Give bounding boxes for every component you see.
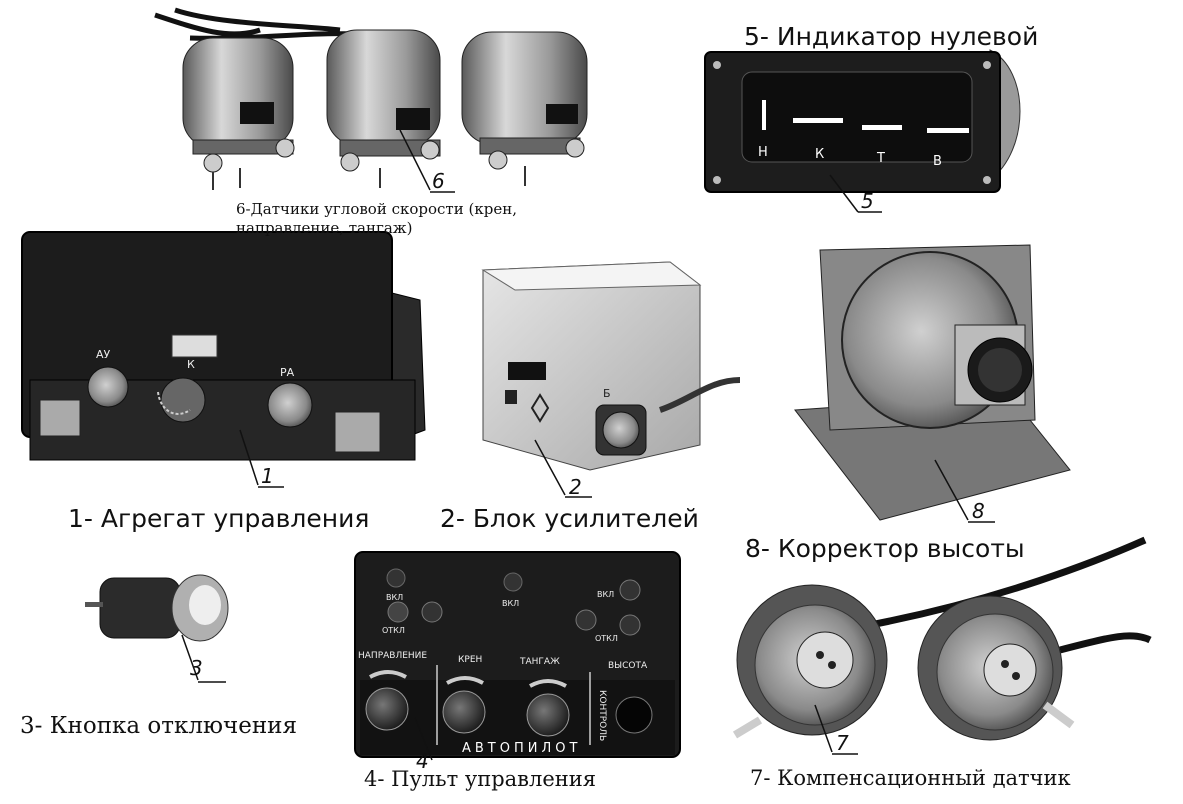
autopilot-control-panel: ВКЛ ОТКЛ ВКЛ ВКЛ ОТКЛ НАПРАВЛЕНИЕ КРЕН Т… [354, 551, 681, 773]
caption-disconnect-button: 3- Кнопка отключения [20, 713, 297, 739]
callout-6: 6 [432, 169, 445, 193]
panel-pitch-label: ТАНГАЖ [519, 657, 560, 667]
control-aggregate: АУ К РА 1 [21, 231, 426, 488]
compensation-sensors: 7 [732, 536, 1152, 755]
angular-rate-sensors: 6 [154, 7, 588, 193]
callout-2: 2 [569, 475, 582, 499]
disconnect-button-device: 3 [85, 574, 229, 683]
aggregate-label-k: К [187, 358, 195, 371]
indicator-label-k: К [815, 147, 824, 162]
caption-angular-rate-sensors: 6-Датчики угловой скорости (крен, направ… [236, 200, 517, 237]
panel-altitude-label: ВЫСОТА [608, 661, 648, 671]
amplifier-block: Б 2 [481, 261, 741, 499]
callout-1: 1 [261, 464, 274, 488]
compensation-sensor-2 [917, 595, 1075, 741]
panel-autopilot-label: АВТОПИЛОТ [462, 741, 581, 756]
callout-4: 4 [416, 749, 429, 773]
panel-on-right: ВКЛ [597, 590, 614, 599]
panel-off-right: ОТКЛ [595, 634, 618, 643]
rate-sensor-2 [326, 29, 441, 188]
caption-control-panel: 4- Пульт управления [364, 767, 597, 791]
panel-on-center: ВКЛ [502, 599, 519, 608]
callout-8: 8 [972, 499, 985, 523]
caption-altitude-corrector: 8- Корректор высоты [745, 534, 1025, 563]
indicator-label-t: Т [876, 151, 885, 166]
altitude-corrector: 8 [794, 244, 1071, 523]
panel-on-left: ВКЛ [386, 593, 403, 602]
panel-off-left: ОТКЛ [382, 626, 405, 635]
callout-7: 7 [836, 731, 849, 755]
callout-5: 5 [861, 189, 874, 213]
indicator-label-n: Н [758, 145, 768, 160]
amplifier-plug-label: Б [603, 387, 611, 400]
zero-indicator: Н К Т В 5 [704, 49, 1021, 213]
panel-roll-label: КРЕН [458, 655, 482, 665]
caption-control-aggregate: 1- Агрегат управления [68, 504, 370, 533]
compensation-sensor-1 [732, 584, 888, 739]
callout-3: 3 [190, 656, 203, 680]
panel-direction-label: НАПРАВЛЕНИЕ [358, 651, 427, 661]
aggregate-label-au: АУ [96, 348, 111, 361]
caption-zero-indicator: 5- Индикатор нулевой [744, 22, 1039, 51]
rate-sensor-1 [182, 37, 295, 190]
panel-control-label: КОНТРОЛЬ [597, 690, 607, 741]
caption-amplifier-block: 2- Блок усилителей [440, 504, 699, 533]
aggregate-label-ra: РА [280, 366, 295, 379]
caption-compensation-sensor: 7- Компенсационный датчик [750, 766, 1071, 790]
indicator-label-v: В [933, 154, 942, 169]
rate-sensor-3 [461, 31, 588, 186]
